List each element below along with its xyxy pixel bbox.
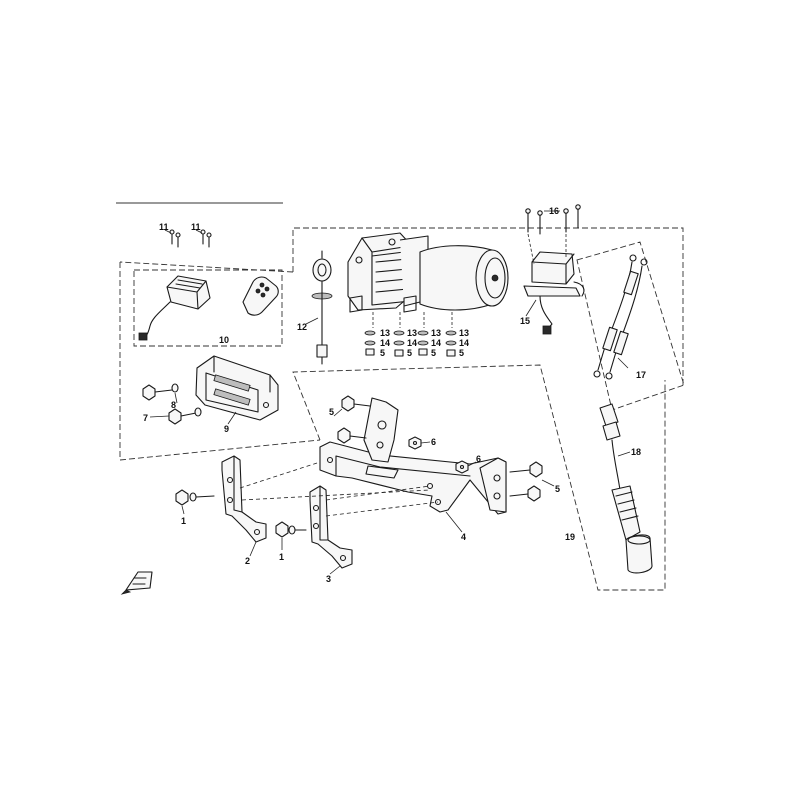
bracket-bolt-1-right (275, 521, 307, 538)
callout-5-4: 5 (459, 348, 464, 358)
callout-10: 10 (219, 335, 229, 345)
leader-18 (617, 451, 631, 457)
plate-bolt-5-upper (341, 395, 371, 412)
contactor-bolts-16 (525, 204, 581, 265)
callout-19: 19 (565, 532, 575, 542)
cable-hook (311, 250, 333, 365)
fastener-stack-1 (364, 312, 376, 356)
left-group-boundary-top (119, 261, 294, 273)
leader-15 (525, 299, 537, 317)
callout-2: 2 (245, 556, 250, 566)
winch-assembly (347, 232, 509, 313)
callout-5-right: 5 (555, 484, 560, 494)
roller-fairlead (195, 355, 279, 421)
plate-bolt-5-right-upper (509, 461, 543, 478)
callout-14-4: 14 (459, 338, 469, 348)
callout-15: 15 (520, 316, 530, 326)
front-direction-arrow-icon (120, 571, 153, 595)
align-line-4 (325, 485, 431, 501)
leader-5-plate (333, 408, 343, 417)
fairlead-bolt-lower (168, 407, 202, 425)
callout-13-2: 13 (407, 328, 417, 338)
leader-17 (617, 357, 629, 369)
leader-7 (149, 415, 170, 418)
plate-bolt-5-lower (337, 427, 367, 444)
winch-group-boundary (292, 227, 684, 385)
winch-contactor-box (138, 275, 211, 341)
leader-8 (174, 392, 178, 404)
fairlead-bolt-upper (142, 383, 179, 401)
leader-4 (445, 511, 463, 533)
bracket-bolt-1-left (175, 489, 215, 506)
callout-14-2: 14 (407, 338, 417, 348)
callout-16: 16 (549, 206, 559, 216)
align-line-3 (325, 501, 439, 517)
callout-11-right: 11 (191, 222, 201, 232)
left-mount-bracket (221, 455, 267, 543)
mount-group-boundary (292, 364, 666, 591)
callout-14-1: 14 (380, 338, 390, 348)
plate-bolt-5-right-lower (509, 485, 541, 502)
left-group-boundary (119, 262, 321, 461)
leader-9 (227, 411, 237, 425)
callout-11-left: 11 (159, 222, 169, 232)
callout-12: 12 (297, 322, 307, 332)
align-line-1 (239, 461, 321, 489)
leader-1-left (181, 505, 185, 515)
right-mount-bracket (309, 485, 353, 569)
cable-group-boundary (576, 241, 685, 411)
leader-2 (249, 541, 257, 557)
callout-17: 17 (636, 370, 646, 380)
fastener-stack-4 (445, 312, 457, 357)
winch-contactor (523, 251, 585, 335)
callout-18: 18 (631, 447, 641, 457)
wireless-remote-icon (242, 276, 279, 316)
handlebar-switch (599, 403, 653, 574)
callout-14-3: 14 (431, 338, 441, 348)
leader-12 (305, 317, 319, 325)
callout-5-3: 5 (431, 348, 436, 358)
leader-5-right (541, 479, 555, 487)
callout-7: 7 (143, 413, 148, 423)
controller-group-boundary (133, 269, 283, 347)
fastener-stack-2 (393, 312, 405, 357)
callout-6-lower: 6 (476, 454, 481, 464)
screw-11-right (195, 229, 212, 248)
callout-5-2: 5 (407, 348, 412, 358)
callout-13-4: 13 (459, 328, 469, 338)
callout-5-1: 5 (380, 348, 385, 358)
plate-nut-6-upper (408, 436, 431, 450)
callout-9: 9 (224, 424, 229, 434)
plate-nut-6-lower (455, 460, 477, 474)
battery-cable-set (593, 254, 648, 380)
fastener-stack-3 (417, 312, 429, 356)
callout-1-right: 1 (279, 552, 284, 562)
callout-4: 4 (461, 532, 466, 542)
callout-6-upper: 6 (431, 437, 436, 447)
callout-5-plate: 5 (329, 407, 334, 417)
callout-13-3: 13 (431, 328, 441, 338)
screw-11-left (164, 229, 181, 248)
leader-3 (329, 565, 341, 575)
callout-8: 8 (171, 400, 176, 410)
callout-1-left: 1 (181, 516, 186, 526)
winch-mounting-plate (319, 397, 507, 515)
callout-13-1: 13 (380, 328, 390, 338)
align-line-2 (241, 489, 431, 501)
callout-3: 3 (326, 574, 331, 584)
